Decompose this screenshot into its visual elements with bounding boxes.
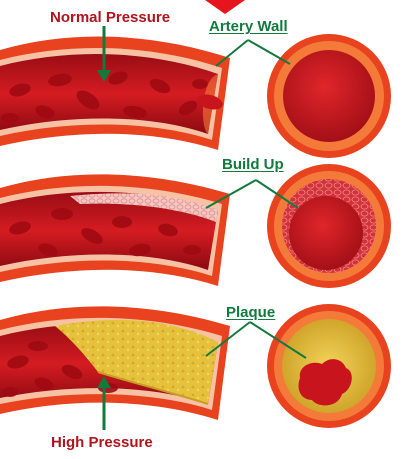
high-pressure-label: High Pressure bbox=[51, 434, 153, 451]
artery-buildup bbox=[0, 174, 230, 286]
top-marker-shape bbox=[205, 0, 245, 14]
plaque-label: Plaque bbox=[226, 304, 276, 321]
build-up-label: Build Up bbox=[222, 156, 284, 173]
artery-wall-label: Artery Wall bbox=[209, 18, 288, 35]
cross-section-buildup bbox=[267, 164, 391, 288]
cross-section-normal bbox=[267, 34, 391, 158]
build-up-pointer bbox=[205, 179, 299, 209]
artery-plaque bbox=[0, 306, 230, 420]
artery-normal bbox=[0, 36, 230, 151]
artery-wall-pointer bbox=[215, 39, 291, 67]
cross-section-plaque bbox=[267, 304, 391, 428]
high-pressure-arrow bbox=[97, 376, 111, 430]
normal-pressure-label: Normal Pressure bbox=[50, 9, 171, 26]
normal-pressure-arrow bbox=[97, 26, 111, 82]
plaque-pointer bbox=[205, 321, 307, 359]
